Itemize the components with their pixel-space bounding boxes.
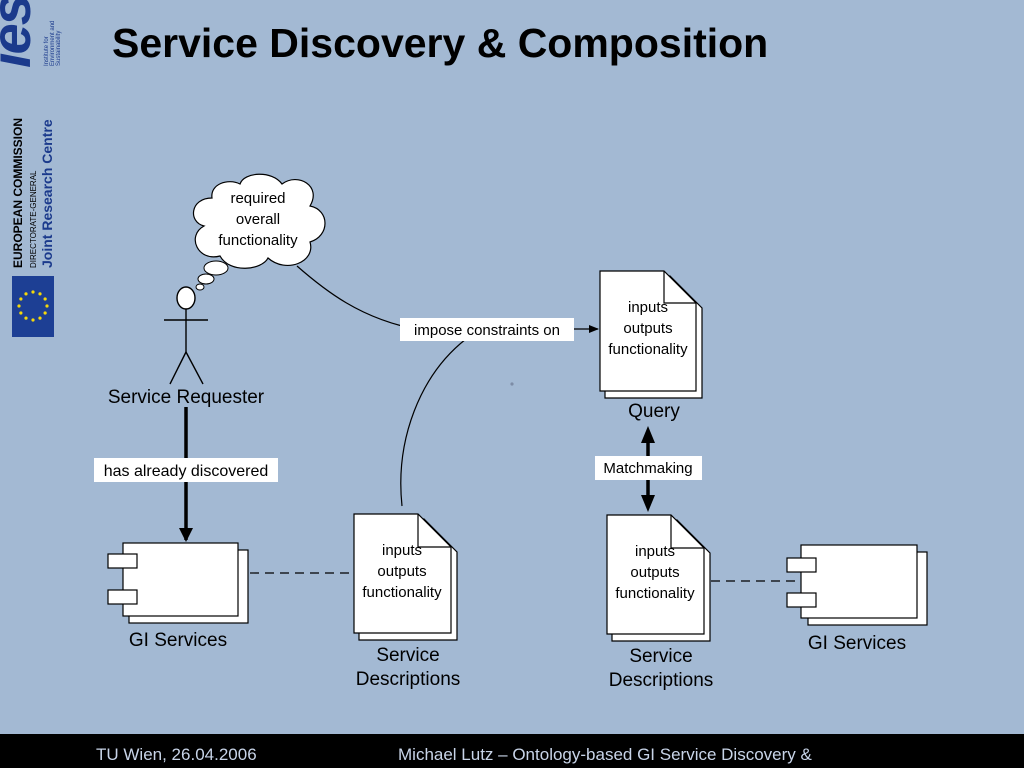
eu-star [19, 311, 23, 315]
bubble-line-2: overall [236, 211, 280, 228]
has-discovered-label: has already discovered [94, 458, 278, 482]
service-doc-left-line-1: inputs [382, 542, 422, 559]
service-requester-label: Service Requester [108, 387, 265, 408]
eu-star [31, 318, 35, 322]
svg-text:ies: ies [0, 0, 42, 68]
svg-text:impose constraints on: impose constraints on [414, 322, 560, 339]
bubble-line-1: required [230, 190, 285, 207]
slide-title: Service Discovery & Composition [112, 20, 769, 66]
stray-dot [510, 382, 514, 386]
service-description-left-icon: inputs outputs functionality [353, 513, 458, 641]
service-description-right-icon: inputs outputs functionality [606, 514, 711, 642]
gi-services-left-component-icon [107, 542, 249, 624]
matchmaking-arrowhead-down [641, 495, 655, 512]
ies-subtitle-1: Institute for [44, 36, 50, 66]
gi-services-right-label: GI Services [808, 633, 906, 654]
service-desc-right-line-1: Service [629, 646, 692, 667]
eu-star [38, 316, 42, 320]
commission-logo: EUROPEAN COMMISSION DIRECTORATE-GENERAL … [11, 118, 55, 268]
service-desc-left-line-1: Service [376, 645, 439, 666]
constraint-curve-top [296, 265, 403, 327]
service-doc-left-line-3: functionality [362, 584, 442, 601]
gi-services-right-component-icon [786, 544, 928, 626]
service-doc-right-line-2: outputs [630, 564, 679, 581]
ies-subtitle-2: Environment and [50, 21, 56, 66]
query-doc-line-1: inputs [628, 299, 668, 316]
constraint-curve-bottom [400, 338, 467, 507]
query-document-icon: inputs outputs functionality [599, 270, 703, 399]
eu-star [17, 304, 21, 308]
service-desc-right-line-2: Descriptions [609, 670, 714, 691]
directorate-text: DIRECTORATE-GENERAL [29, 170, 38, 268]
eu-star [24, 292, 28, 296]
matchmaking-arrowhead-up [641, 426, 655, 443]
eu-star [31, 290, 35, 294]
eu-star [43, 297, 47, 301]
impose-constraints-label: impose constraints on [400, 318, 574, 341]
matchmaking-label: Matchmaking [595, 456, 702, 480]
eu-star [43, 311, 47, 315]
commission-text: EUROPEAN COMMISSION [11, 118, 25, 268]
svg-text:Matchmaking: Matchmaking [603, 460, 692, 477]
eu-star [19, 297, 23, 301]
diagram-canvas: ies Institute for Environment and Sustai… [0, 0, 928, 691]
service-doc-left-line-2: outputs [377, 563, 426, 580]
service-requester-actor-icon [164, 286, 208, 385]
ies-subtitle-3: Sustainability [56, 31, 62, 66]
eu-flag-icon [12, 276, 54, 337]
gi-services-left-label: GI Services [129, 630, 227, 651]
query-doc-line-2: outputs [623, 320, 672, 337]
service-doc-right-line-3: functionality [615, 585, 695, 602]
eu-star [24, 316, 28, 320]
ies-logo: ies Institute for Environment and Sustai… [0, 0, 62, 68]
service-desc-left-line-2: Descriptions [356, 669, 461, 690]
bubble-line-3: functionality [218, 232, 298, 249]
thought-bubble: required overall functionality [193, 173, 326, 291]
svg-text:has already discovered: has already discovered [104, 463, 269, 480]
footer-bar: TU Wien, 26.04.2006 Michael Lutz – Ontol… [0, 734, 1024, 768]
query-doc-line-3: functionality [608, 341, 688, 358]
eu-star [45, 304, 49, 308]
footer-right-text: Michael Lutz – Ontology-based GI Service… [398, 745, 812, 764]
footer-left-text: TU Wien, 26.04.2006 [96, 745, 257, 764]
service-doc-right-line-1: inputs [635, 543, 675, 560]
eu-star [38, 292, 42, 296]
query-label: Query [628, 401, 680, 422]
jrc-text: Joint Research Centre [39, 119, 55, 268]
